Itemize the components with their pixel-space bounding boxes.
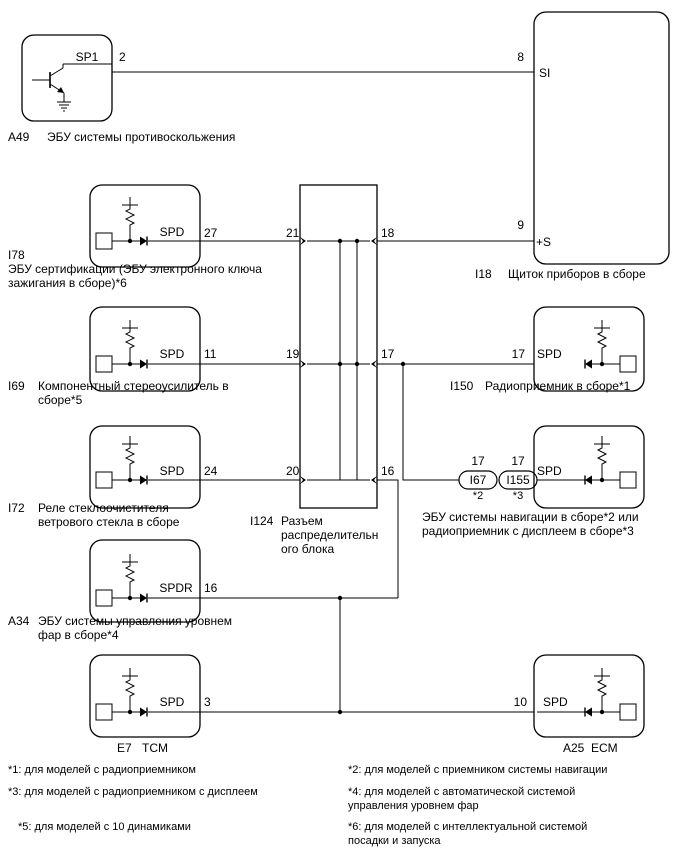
i69-pin: 11: [204, 347, 217, 361]
i150-pin: 17: [512, 347, 526, 361]
a34-pin: 16: [204, 581, 218, 595]
component-i69: SPD 11 I69 Компонентный стереоусилитель …: [8, 306, 229, 407]
e7-ref: E7: [117, 741, 132, 755]
component-i78: SPD 27 I78 ЭБУ сертификации (ЭБУ электро…: [8, 184, 262, 290]
e7-name: TCM: [142, 741, 168, 755]
i69-name-line1: Компонентный стереоусилитель в: [38, 379, 229, 393]
component-i18: SI 8 +S 9 I18 Щиток приборов в сборе: [475, 11, 670, 281]
i124-ref: I124: [250, 514, 274, 528]
i78-name-line2: зажигания в сборе)*6: [8, 276, 127, 290]
i124-pin-left-21: 21: [286, 226, 300, 240]
i150-terminal-label: SPD: [537, 347, 562, 361]
i18-s-pin: 9: [517, 218, 524, 232]
i72-name-line2: ветрового стекла в сборе: [38, 515, 180, 529]
nav-name-line1: ЭБУ системы навигации в сборе*2 или: [422, 510, 639, 524]
i124-pin-right-18: 18: [381, 226, 395, 240]
component-a49: SP1 2 A49 ЭБУ системы противоскольжения: [8, 34, 235, 144]
conn-i67-note: *2: [473, 490, 483, 502]
a49-ref: A49: [8, 130, 30, 144]
nav-pin-left: 17: [471, 454, 485, 468]
conn-i155-label: I155: [506, 473, 530, 487]
i72-name-line1: Реле стеклоочистителя: [38, 501, 169, 515]
component-e7: SPD 3 E7 TCM: [89, 654, 211, 755]
a34-terminal-label: SPDR: [159, 581, 193, 595]
i69-ref: I69: [8, 379, 25, 393]
nav-name-line2: радиоприемник с дисплеем в сборе*3: [422, 524, 634, 538]
note-4: *4: для моделей с автоматической системо…: [348, 786, 576, 812]
note-1: *1: для моделей с радиоприемником: [8, 764, 196, 776]
a34-name-line1: ЭБУ системы управления уровнем: [38, 614, 232, 628]
nav-terminal-label: SPD: [537, 464, 562, 478]
i18-si-pin: 8: [517, 50, 524, 64]
i124-pin-right-17: 17: [381, 347, 395, 361]
i72-terminal-label: SPD: [160, 464, 185, 478]
component-nav: I67 I155 *2 *3 17 17 SPD ЭБУ системы нав…: [422, 425, 645, 538]
i69-terminal-label: SPD: [160, 347, 185, 361]
a25-terminal-label: SPD: [543, 695, 568, 709]
e7-terminal-label: SPD: [160, 695, 185, 709]
i69-name-line2: сборе*5: [38, 393, 83, 407]
component-i150: SPD 17 I150 Радиоприемник в сборе*1: [450, 306, 645, 393]
i124-name-line2: распределительн: [281, 528, 378, 542]
component-a34: SPDR 16 A34 ЭБУ системы управления уровн…: [8, 539, 232, 642]
a49-name: ЭБУ системы противоскольжения: [47, 130, 235, 144]
i124-name-line3: ого блока: [281, 542, 334, 556]
conn-i67: [458, 470, 498, 490]
i18-si-label: SI: [539, 66, 550, 80]
component-i72: SPD 24 I72 Реле стеклоочистителя ветрово…: [8, 425, 218, 529]
i72-ref: I72: [8, 501, 25, 515]
splice-bus: [337, 595, 343, 601]
conn-i67-label: I67: [470, 473, 487, 487]
component-a25: SPD 10 A25 ECM: [514, 654, 645, 755]
note-6: *6: для моделей с интеллектуальной систе…: [348, 821, 588, 847]
note-3: *3: для моделей с радиоприемником с дисп…: [8, 786, 258, 798]
wire-16-bus: [377, 479, 399, 598]
i18-ref: I18: [475, 267, 492, 281]
i124-pin-left-20: 20: [286, 464, 300, 478]
e7-pin: 3: [204, 695, 211, 709]
i78-ref: I78: [8, 248, 25, 262]
i124-name-line1: Разъем: [281, 514, 323, 528]
nav-pin-right: 17: [511, 454, 525, 468]
i78-terminal-label: SPD: [160, 225, 185, 239]
a25-name: ECM: [591, 741, 618, 755]
i18-s-label: +S: [536, 235, 551, 249]
a34-name-line2: фар в сборе*4: [38, 628, 119, 642]
i78-pin: 27: [204, 226, 218, 240]
conn-i155-note: *3: [513, 490, 523, 502]
i150-name: Радиоприемник в сборе*1: [485, 379, 631, 393]
i72-pin: 24: [204, 464, 218, 478]
i124-pin-left-19: 19: [286, 347, 300, 361]
wire-17-nav: [402, 364, 459, 481]
a49-terminal-label: SP1: [76, 50, 99, 64]
note-5: *5: для моделей с 10 динамиками: [18, 821, 191, 833]
a25-pin: 10: [514, 695, 528, 709]
i124-pin-right-16: 16: [381, 464, 395, 478]
component-i124: 21 19 20 18 17 16 I124 Разъем распредели…: [250, 184, 395, 556]
i18-name: Щиток приборов в сборе: [508, 267, 646, 281]
note-2: *2: для моделей с приемником системы нав…: [348, 764, 608, 776]
a25-ref: A25: [563, 741, 585, 755]
i150-ref: I150: [450, 379, 474, 393]
a34-ref: A34: [8, 614, 30, 628]
a49-pin: 2: [119, 50, 126, 64]
i78-name-line1: ЭБУ сертификации (ЭБУ электронного ключа: [8, 262, 262, 276]
